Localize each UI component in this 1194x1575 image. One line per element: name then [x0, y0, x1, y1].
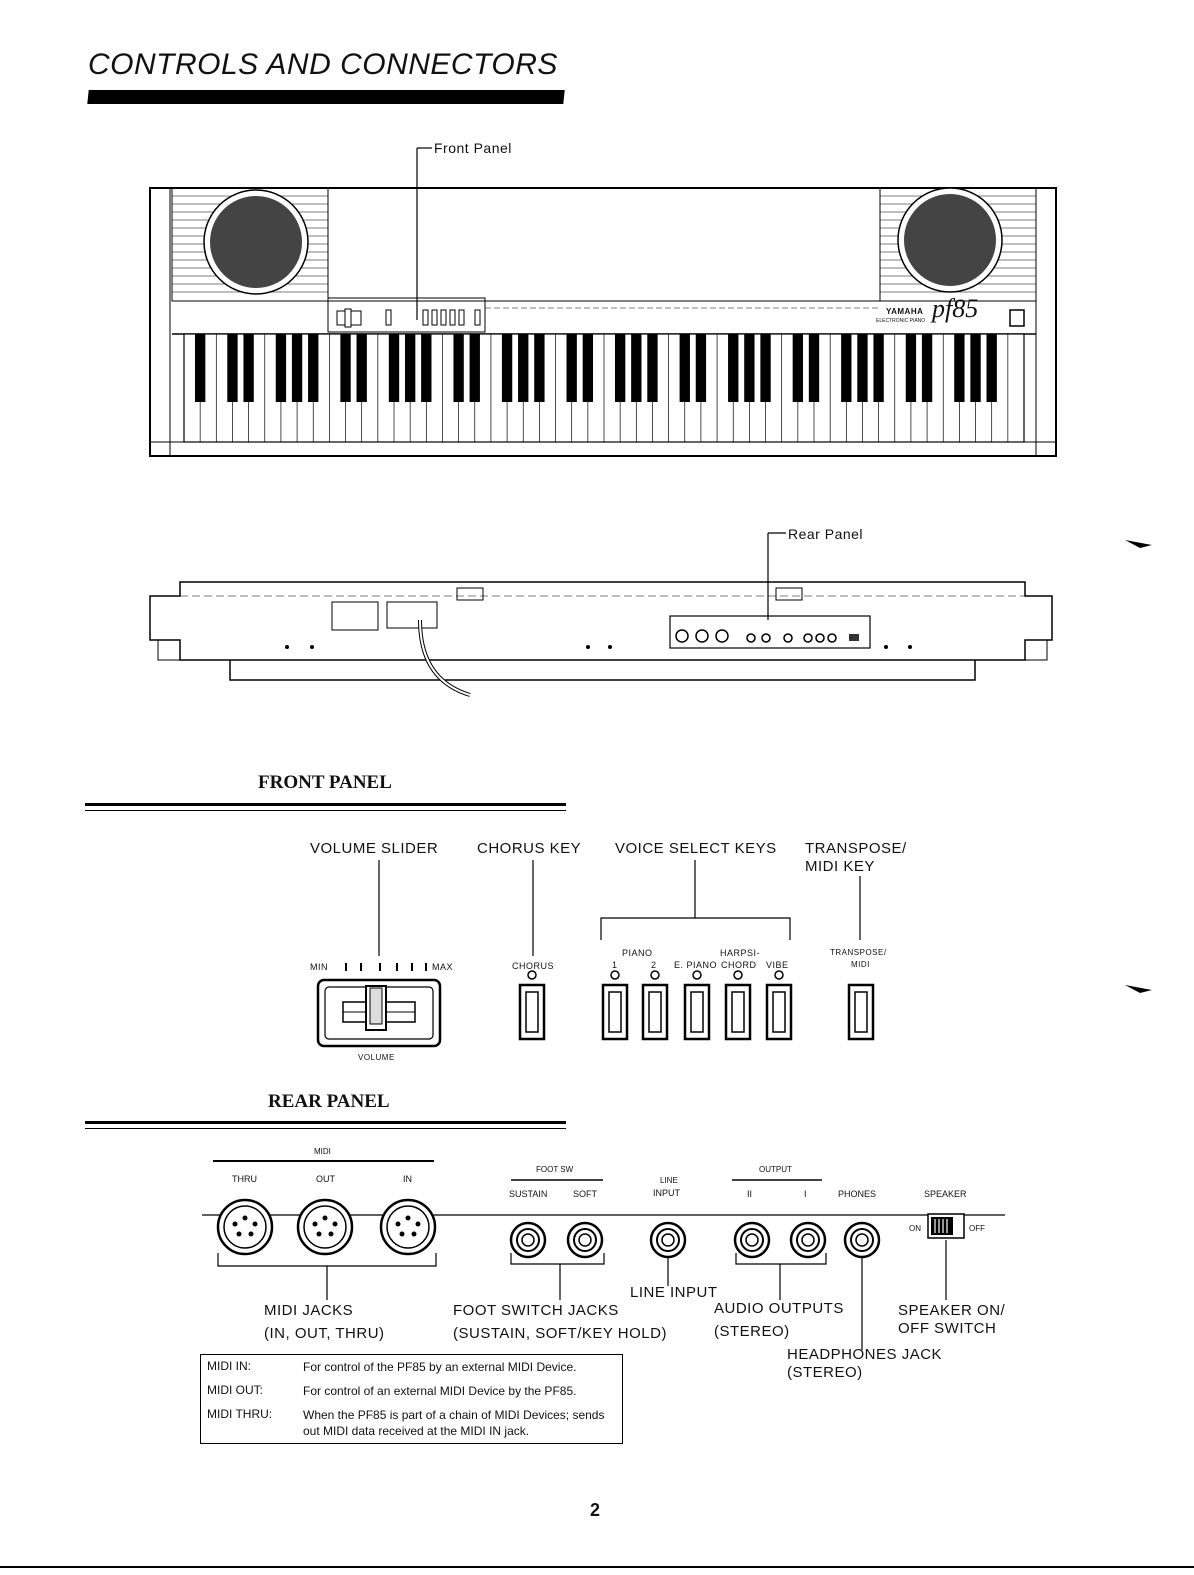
foot-sw-label: FOOT SW: [536, 1165, 574, 1174]
front-panel-heading: FRONT PANEL: [258, 772, 392, 793]
voice-select-keys-callout: VOICE SELECT KEYS: [615, 840, 777, 857]
midi-thru-term: MIDI THRU:: [207, 1407, 273, 1421]
midi-out-desc: For control of an external MIDI Device b…: [303, 1384, 577, 1398]
speaker-switch-callout: SPEAKER ON/: [898, 1302, 1006, 1319]
soft-label: SOFT: [573, 1189, 597, 1199]
midi-out-term: MIDI OUT:: [207, 1383, 263, 1397]
brand-subtitle: ELECTRONIC PIANO: [876, 318, 926, 324]
audio-outputs-callout: AUDIO OUTPUTS: [714, 1300, 844, 1317]
speaker-label: SPEAKER: [924, 1189, 967, 1199]
speaker-off-label: OFF: [969, 1224, 985, 1233]
keyboard-front-diagram: [149, 147, 1057, 457]
page-number: 2: [590, 1500, 601, 1520]
piano-label: PIANO: [622, 948, 653, 958]
front-panel-diagram: [316, 860, 875, 1048]
transpose-label-top: TRANSPOSE/: [830, 948, 887, 957]
midi-thru-label: THRU: [232, 1174, 257, 1184]
piano-2-label: 2: [651, 960, 657, 970]
rear-panel-heading: REAR PANEL: [268, 1091, 390, 1112]
volume-label: VOLUME: [358, 1053, 395, 1062]
rear-panel-rule-thin: [85, 1128, 566, 1129]
sustain-label: SUSTAIN: [509, 1189, 548, 1199]
midi-in-label: IN: [403, 1174, 412, 1184]
page-bottom-rule: [0, 1566, 1194, 1568]
chorus-key-callout: CHORUS KEY: [477, 840, 582, 857]
rear-panel-callout: Rear Panel: [788, 526, 864, 542]
headphones-jack-callout: HEADPHONES JACK: [787, 1346, 943, 1363]
output-1-label: I: [804, 1189, 807, 1199]
chord-label: CHORD: [721, 960, 757, 970]
model-logo: pf85: [932, 294, 979, 323]
volume-max-label: MAX: [432, 962, 454, 972]
midi-group-label: MIDI: [314, 1147, 331, 1156]
midi-jacks-callout-sub: (IN, OUT, THRU): [264, 1325, 385, 1342]
midi-in-term: MIDI IN:: [207, 1359, 251, 1373]
brand-logo-text: YAMAHA: [886, 307, 924, 316]
volume-min-label: MIN: [310, 962, 328, 972]
midi-jacks-callout: MIDI JACKS: [264, 1302, 354, 1319]
transpose-label-bottom: MIDI: [851, 960, 870, 969]
speaker-on-label: ON: [909, 1224, 921, 1233]
line-input-callout: LINE INPUT: [630, 1284, 718, 1301]
front-panel-rule: [85, 803, 566, 806]
output-label: OUTPUT: [759, 1165, 792, 1174]
vibe-label: VIBE: [766, 960, 789, 970]
midi-in-desc: For control of the PF85 by an external M…: [303, 1360, 577, 1374]
midi-in-row: MIDI IN: For control of the PF85 by an e…: [201, 1355, 622, 1379]
midi-out-row: MIDI OUT: For control of an external MID…: [201, 1379, 622, 1403]
chorus-label: CHORUS: [512, 961, 555, 971]
volume-slider-callout: VOLUME SLIDER: [310, 840, 439, 857]
rear-panel-rule: [85, 1121, 566, 1124]
midi-thru-row: MIDI THRU: When the PF85 is part of a ch…: [201, 1403, 622, 1443]
transpose-key-callout-line2: MIDI KEY: [805, 858, 875, 875]
harpsi-label: HARPSI-: [720, 948, 761, 958]
rear-panel-diagram: [202, 1160, 1005, 1350]
foot-switch-callout: FOOT SWITCH JACKS: [453, 1302, 619, 1319]
midi-definitions-table: MIDI IN: For control of the PF85 by an e…: [200, 1354, 623, 1444]
line-input-label-line2: INPUT: [653, 1188, 680, 1198]
speaker-switch-callout-sub: OFF SWITCH: [898, 1320, 997, 1337]
line-input-label-line1: LINE: [660, 1176, 678, 1185]
transpose-key-callout-line1: TRANSPOSE/: [805, 840, 907, 857]
phones-label: PHONES: [838, 1189, 877, 1199]
headphones-jack-callout-sub: (STEREO): [787, 1364, 863, 1381]
audio-outputs-callout-sub: (STEREO): [714, 1323, 790, 1340]
piano-1-label: 1: [612, 960, 618, 970]
front-panel-callout: Front Panel: [434, 140, 512, 156]
output-2-label: II: [747, 1189, 753, 1199]
page-title: CONTROLS AND CONNECTORS: [88, 48, 558, 81]
midi-thru-desc: When the PF85 is part of a chain of MIDI…: [303, 1408, 605, 1438]
foot-switch-callout-sub: (SUSTAIN, SOFT/KEY HOLD): [453, 1325, 667, 1342]
keyboard-rear-diagram: [149, 532, 1152, 993]
midi-out-label: OUT: [316, 1174, 335, 1184]
e-piano-label: E. PIANO: [674, 960, 718, 970]
front-panel-rule-thin: [85, 810, 566, 811]
